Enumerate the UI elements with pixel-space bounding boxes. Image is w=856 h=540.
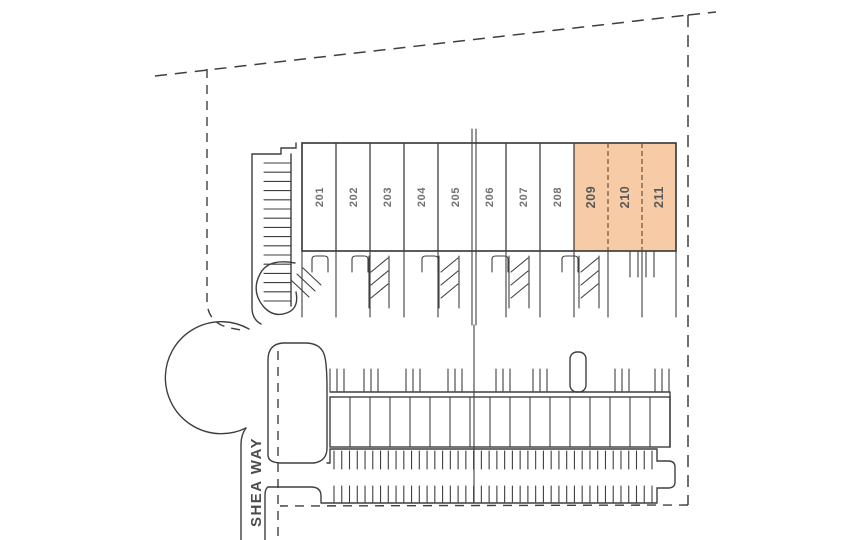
unit-label-208: 208 [552,187,564,207]
street-west-curb [240,427,247,540]
unit-208[interactable] [540,143,574,251]
patio-fences-and-stairs [301,250,677,318]
boundary-north-line [154,11,717,77]
unit-211[interactable] [642,143,676,251]
ramp-hatch-lines [290,267,322,298]
unit-210[interactable] [608,143,642,251]
carport-roof-line [329,391,671,448]
south-upper-stall-ticks [333,450,653,470]
street-name-label: SHEA WAY [248,437,265,527]
unit-label-209: 209 [584,186,598,209]
street-east-curb [264,486,269,540]
south-lower-stall-ticks [333,485,653,503]
unit-201[interactable] [302,143,336,251]
stair-structure [569,351,587,393]
west-parking-ticks [263,162,292,302]
unit-label-207: 207 [518,187,530,207]
unit-label-206: 206 [484,187,496,207]
unit-203[interactable] [370,143,404,251]
west-parking-column [251,142,322,325]
center-parking-row [329,351,671,448]
rear-patios [301,250,677,318]
unit-label-211: 211 [652,186,666,208]
unit-label-205: 205 [450,187,462,207]
unit-labels: 201 202 203 204 205 206 207 208 209 210 211 [314,186,666,209]
trash-enclosure [255,261,298,316]
west-parking-outline [251,142,297,325]
unit-label-210: 210 [618,186,632,209]
south-parking-rows [267,448,676,504]
property-boundary [154,11,717,538]
unit-209[interactable] [574,143,608,251]
unit-206[interactable] [472,143,506,251]
building: 201 202 203 204 205 206 207 208 209 210 211 [301,142,677,252]
unit-label-202: 202 [348,187,360,207]
unit-label-203: 203 [382,187,394,207]
cul-de-sac-bulb [164,321,250,435]
carport-posts [329,368,670,392]
unit-205[interactable] [438,143,472,251]
boundary-west-line [206,69,248,332]
unit-label-201: 201 [314,187,326,207]
section-line [471,128,477,504]
unit-204[interactable] [404,143,438,251]
south-rows-outline [267,448,676,504]
unit-207[interactable] [506,143,540,251]
street-shea-way: SHEA WAY [164,321,269,540]
boundary-south-line [279,504,689,507]
center-stall-dividers [329,396,671,448]
drive-island [267,342,328,464]
unit-202[interactable] [336,143,370,251]
unit-label-204: 204 [416,187,428,207]
unit-dividers [335,143,643,251]
